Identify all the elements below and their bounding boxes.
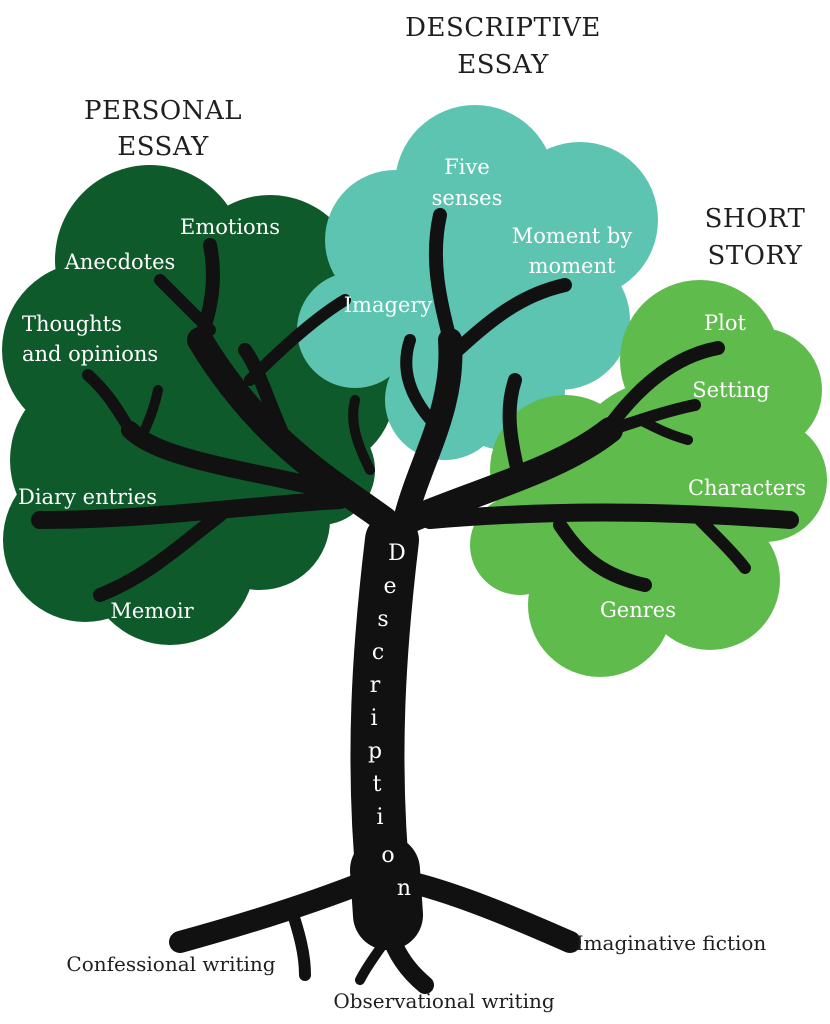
root-center [376,891,434,994]
label-memoir: Memoir [110,599,194,623]
label-imagery: Imagery [344,293,433,317]
heading-descriptive-line1: DESCRIPTIVE [405,13,601,43]
trunk-letter: s [377,607,388,632]
descriptive-labels: Five senses Moment by moment Imagery [344,155,633,317]
trunk-letter: p [368,739,382,764]
branch-anecdotes [154,274,216,336]
root-right [389,869,581,953]
label-thoughts-line2: and opinions [22,342,158,366]
branch-thoughts-fork [135,385,163,445]
trunk-letter: r [370,673,381,698]
branch-right-upper [502,373,527,487]
branch-left-upper [238,343,297,457]
branch-characters-fork [694,514,751,574]
trunk-letter: i [370,706,377,731]
branch-moment [445,278,572,362]
branch-setting-fork [635,415,693,445]
branch-plot [593,341,725,447]
branch-diary [31,491,349,529]
branch-characters [421,503,799,529]
trunk-label: D e s c r i p t i o n [368,541,411,901]
heading-short-story-line2: STORY [708,241,803,271]
label-thoughts-line1: Thoughts [22,312,122,336]
trunk-letter: t [373,772,382,797]
label-plot: Plot [704,311,746,335]
heading-descriptive-line2: ESSAY [457,50,549,80]
label-diary: Diary entries [18,485,157,509]
label-five-senses-line1: Five [444,155,490,179]
root-left-fork [284,899,311,981]
label-confessional: Confessional writing [66,952,275,976]
branch-setting [604,399,701,436]
descriptive-essay-cloud [297,105,658,460]
branch-genres [553,518,652,592]
label-moment-line1: Moment by [512,224,633,248]
trunk-letter: i [376,805,383,830]
root-center-fork [355,930,395,985]
label-imaginative: Imaginative fiction [576,931,767,955]
heading-short-story-line1: SHORT [705,204,806,234]
branch-left-right [244,294,351,386]
trunk-letter: e [383,574,396,599]
label-anecdotes: Anecdotes [64,250,176,274]
trunk-letter: c [372,640,384,665]
branch-thoughts-tip [82,369,136,436]
label-genres: Genres [600,598,676,622]
branch-center-top [428,208,457,347]
label-observational: Observational writing [333,989,555,1013]
label-five-senses-line2: senses [432,186,503,210]
branch-imagery [400,334,446,436]
label-moment-line2: moment [529,254,616,278]
trunk-letter: D [388,541,406,566]
branch-center-left [348,395,375,475]
personal-labels: Emotions Anecdotes Thoughts and opinions… [18,215,280,623]
trunk-letter: o [381,843,394,868]
heading-personal-line2: ESSAY [117,132,209,162]
branch-memoir [93,508,227,602]
trunk-letter: n [397,876,411,901]
heading-personal-line1: PERSONAL [84,96,242,126]
root-left [169,869,381,953]
label-characters: Characters [688,476,806,500]
short-story-labels: Plot Setting Characters Genres [600,311,806,622]
tree [31,208,799,994]
branch-center-main [393,328,463,532]
label-setting: Setting [692,378,769,402]
label-emotions: Emotions [180,215,280,239]
